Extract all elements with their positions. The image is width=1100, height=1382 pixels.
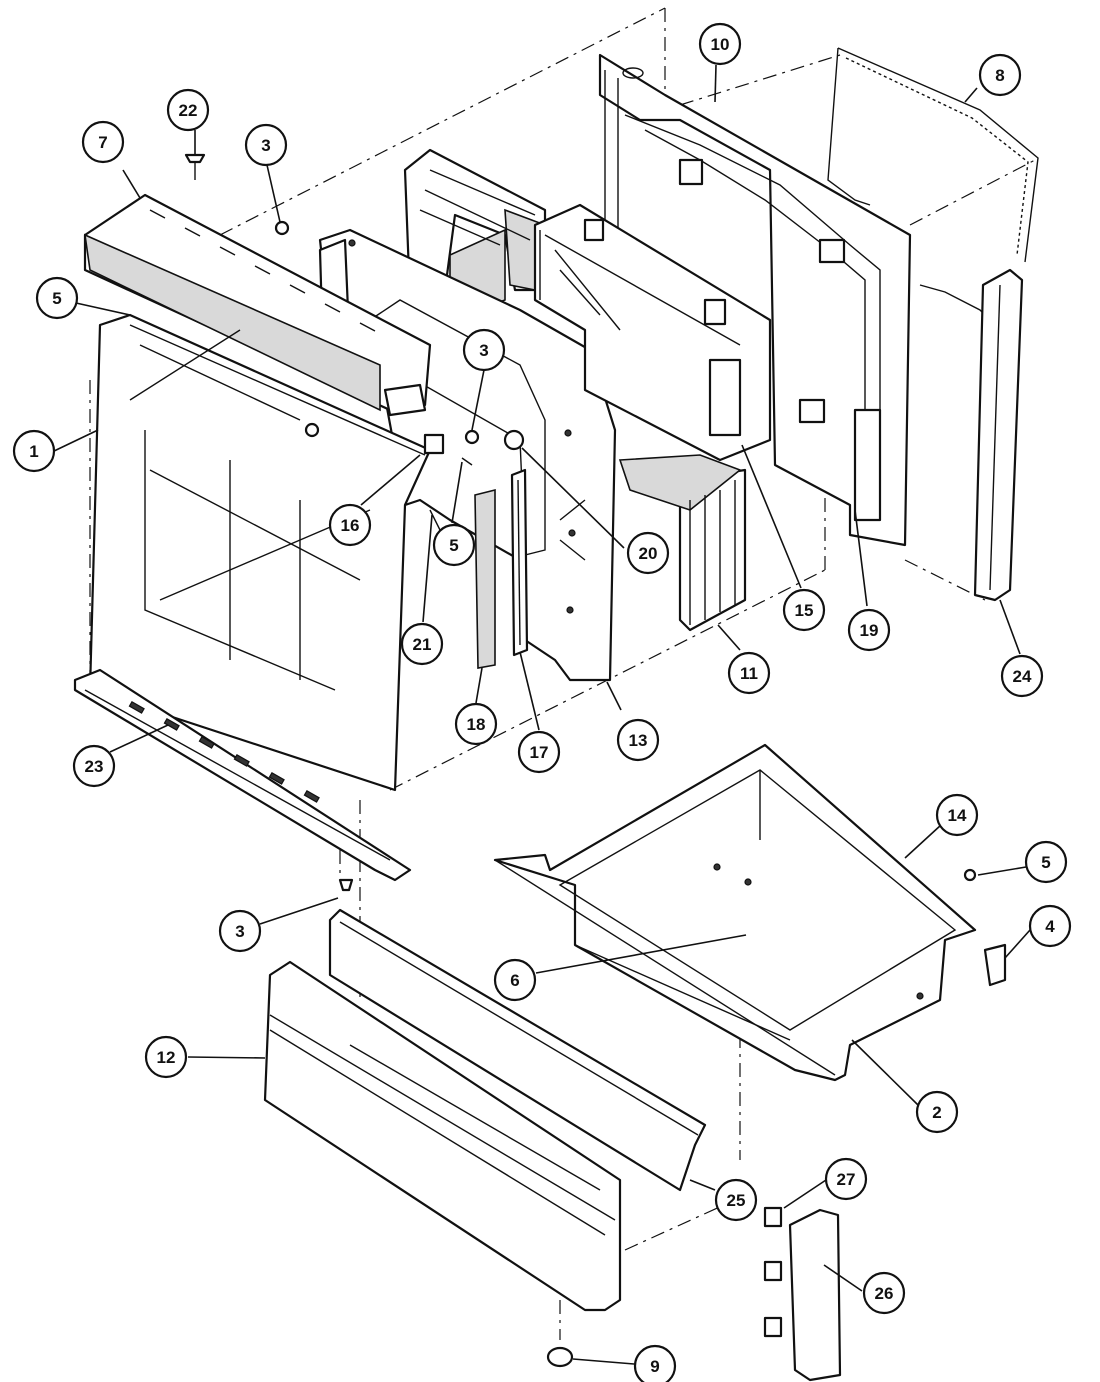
side-panel-part-26	[788, 1208, 842, 1382]
callout-2: 2	[915, 1090, 959, 1134]
drawer-front-part-12	[263, 960, 622, 1312]
callout-label: 1	[29, 442, 38, 461]
callout-label: 5	[52, 289, 61, 308]
callout-label: 26	[875, 1284, 894, 1303]
callout-5-right: 5	[1024, 840, 1068, 884]
callout-13: 13	[616, 718, 660, 762]
callout-6: 6	[493, 958, 537, 1002]
callout-label: 5	[1041, 853, 1050, 872]
callout-3-middle: 3	[462, 328, 506, 372]
callout-label: 8	[995, 66, 1004, 85]
callout-27: 27	[824, 1157, 868, 1201]
callout-21: 21	[400, 622, 444, 666]
drawer-panel-part-25	[328, 908, 707, 1192]
callout-label: 3	[235, 922, 244, 941]
callout-label: 14	[948, 806, 967, 825]
callout-24: 24	[1000, 654, 1044, 698]
callout-label: 6	[510, 971, 519, 990]
callout-label: 27	[837, 1170, 856, 1189]
hinge-channel-part-17	[510, 468, 529, 657]
callout-11: 11	[727, 651, 771, 695]
callout-label: 10	[711, 35, 730, 54]
callout-16: 16	[328, 503, 372, 547]
callout-label: 17	[530, 743, 549, 762]
callout-17: 17	[517, 730, 561, 774]
side-trim-part-24	[973, 268, 1024, 602]
callout-1: 1	[12, 429, 56, 473]
callout-5-left: 5	[35, 276, 79, 320]
callout-14: 14	[935, 793, 979, 837]
callout-label: 7	[98, 133, 107, 152]
callout-15: 15	[782, 588, 826, 632]
callout-3-top: 3	[244, 123, 288, 167]
callout-26: 26	[862, 1271, 906, 1315]
callout-label: 15	[795, 601, 814, 620]
callout-label: 25	[727, 1191, 746, 1210]
top-trim-part-7	[83, 193, 432, 417]
callout-7: 7	[81, 120, 125, 164]
callout-label: 3	[261, 136, 270, 155]
callout-label: 5	[449, 536, 458, 555]
callout-label: 18	[467, 715, 486, 734]
callout-22: 22	[166, 88, 210, 132]
glass-panel-part-15	[533, 203, 772, 462]
callout-label: 9	[650, 1357, 659, 1376]
callout-label: 12	[157, 1048, 176, 1067]
callout-label: 21	[413, 635, 432, 654]
callout-8: 8	[978, 53, 1022, 97]
callout-18: 18	[454, 702, 498, 746]
drawer-part-14	[493, 743, 977, 1082]
bottom-trim-part-23	[73, 668, 412, 882]
callout-19: 19	[847, 608, 891, 652]
callout-9: 9	[633, 1344, 677, 1382]
oven-frame-part-10	[598, 53, 912, 547]
callout-4: 4	[1028, 904, 1072, 948]
callout-10: 10	[698, 22, 742, 66]
callout-23: 23	[72, 744, 116, 788]
callout-label: 22	[179, 101, 198, 120]
hinge-insulation-part-18	[474, 488, 496, 669]
leader-lines	[51, 64, 1031, 1365]
pads-part-27	[763, 1206, 783, 1338]
callout-label: 13	[629, 731, 648, 750]
callout-3-bottom: 3	[218, 909, 262, 953]
callout-label: 23	[85, 757, 104, 776]
callout-label: 11	[740, 664, 758, 683]
callout-25: 25	[714, 1178, 758, 1222]
callout-label: 3	[479, 341, 488, 360]
callout-label: 20	[639, 544, 658, 563]
callout-label: 16	[341, 516, 360, 535]
callout-20: 20	[626, 531, 670, 575]
callout-12: 12	[144, 1035, 188, 1079]
callout-label: 24	[1013, 667, 1032, 686]
callout-5-middle: 5	[432, 523, 476, 567]
callout-label: 4	[1045, 917, 1055, 936]
callout-label: 19	[860, 621, 879, 640]
callout-label: 2	[932, 1103, 941, 1122]
